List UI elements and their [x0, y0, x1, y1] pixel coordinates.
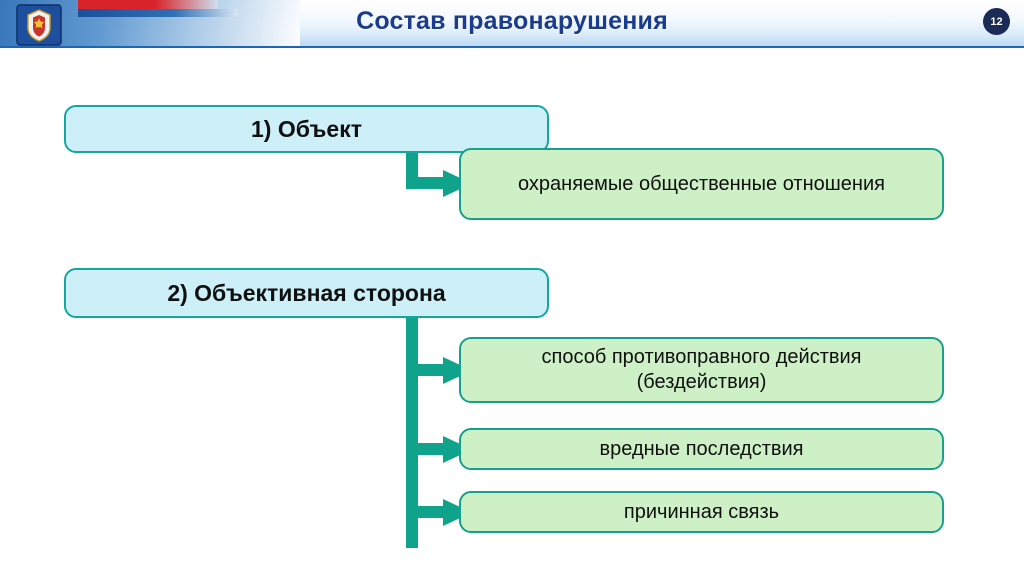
page-title: Состав правонарушения — [356, 7, 668, 35]
node-object[interactable]: 1) Объект — [64, 105, 549, 153]
header-red-stripe — [78, 0, 218, 9]
node-object-detail[interactable]: охраняемые общественные отношения — [459, 148, 944, 220]
node-harmful-consequences[interactable]: вредные последствия — [459, 428, 944, 470]
node-method-of-act[interactable]: способ противоправного действия (бездейс… — [459, 337, 944, 403]
header-blue-stripe — [78, 9, 238, 17]
slide-header: Состав правонарушения 12 — [0, 0, 1024, 48]
node-causal-link[interactable]: причинная связь — [459, 491, 944, 533]
slide-number-badge: 12 — [983, 8, 1010, 35]
russian-coat-of-arms-emblem — [16, 4, 62, 46]
node-objective-side[interactable]: 2) Объективная сторона — [64, 268, 549, 318]
diagram-canvas: 1) Объект охраняемые общественные отноше… — [0, 48, 1024, 574]
